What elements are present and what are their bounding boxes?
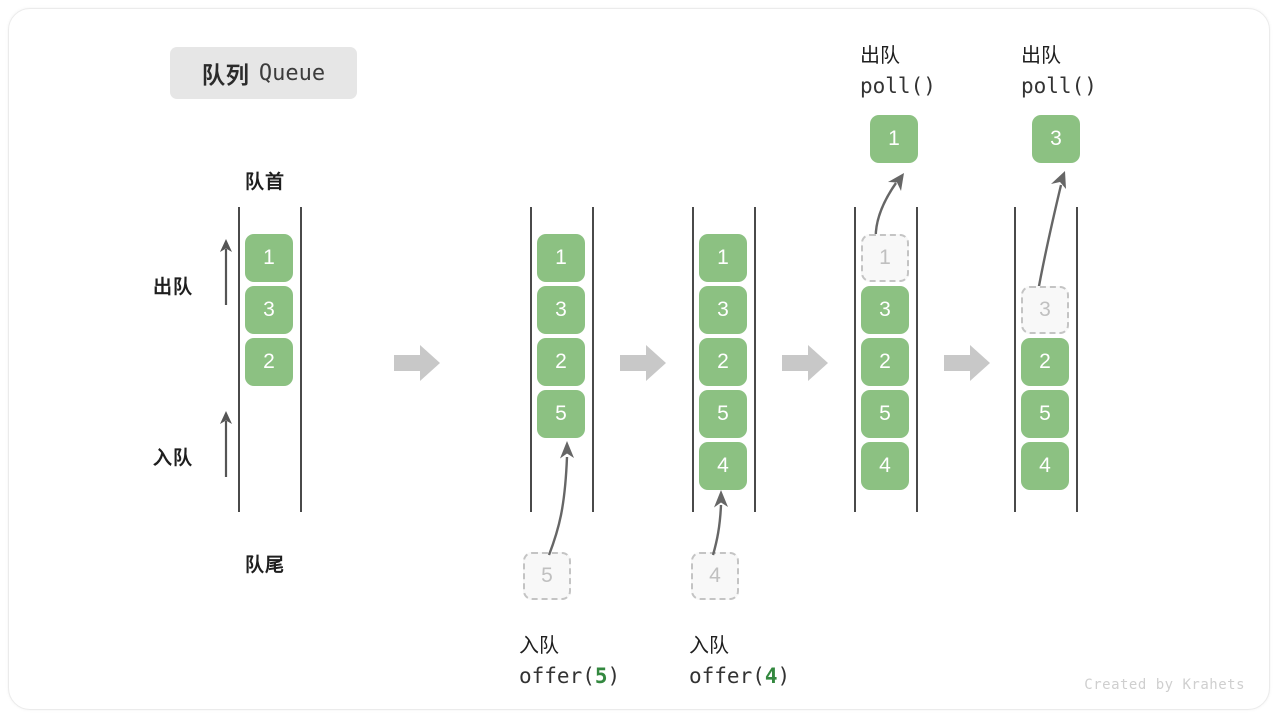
dequeue-op-label: 出队 [1021,45,1061,67]
queue-ghost-cell: 4 [691,552,739,600]
diagram-title-cn: 队列 [201,62,250,88]
queue-rail-right-1 [300,207,302,512]
enqueue-op-code: offer(4) [689,664,790,688]
op-code-prefix: offer( [519,664,595,688]
enqueue-op-code: offer(5) [519,664,620,688]
step-transition-arrow-icon [620,345,666,381]
dequeued-cell: 3 [1032,115,1080,163]
queue-cell: 1 [537,234,585,282]
queue-cell-new: 5 [537,390,585,438]
queue-cell: 2 [699,338,747,386]
step-transition-arrow-icon [944,345,990,381]
queue-cell: 4 [1021,442,1069,490]
queue-cell: 3 [699,286,747,334]
queue-rail-left-1 [238,207,240,512]
queue-ghost-cell: 1 [861,234,909,282]
queue-rail-right-2 [592,207,594,512]
queue-tail-label: 队尾 [245,555,286,576]
op-code-arg: 5 [594,664,608,688]
credit-text: Created by Krahets [1084,677,1245,693]
op-code-suffix: ) [1084,74,1097,98]
queue-cell: 1 [699,234,747,282]
queue-cell: 5 [1021,390,1069,438]
op-code-suffix: ) [607,664,621,688]
queue-rail-left-2 [530,207,532,512]
queue-cell: 2 [245,338,293,386]
dequeue-direction-arrow-icon [220,239,232,305]
step-transition-arrow-icon [782,345,828,381]
queue-cell: 1 [245,234,293,282]
queue-head-label: 队首 [245,172,286,193]
op-code-prefix: poll( [1021,74,1085,98]
queue-cell: 3 [537,286,585,334]
queue-cell-new: 4 [699,442,747,490]
dequeued-cell: 1 [870,115,918,163]
queue-cell: 5 [699,390,747,438]
enqueue-direction-label: 入队 [153,448,194,469]
dequeue-op-code: poll() [860,74,936,98]
queue-cell: 2 [1021,338,1069,386]
queue-rail-left-5 [1014,207,1016,512]
dequeue-op-code: poll() [1021,74,1097,98]
enqueue-op-label: 入队 [519,635,559,657]
dequeue-op-label: 出队 [860,45,900,67]
queue-cell: 2 [537,338,585,386]
queue-ghost-cell: 3 [1021,286,1069,334]
step-transition-arrow-icon [394,345,440,381]
queue-cell: 4 [861,442,909,490]
op-code-arg: 4 [764,664,778,688]
op-code-suffix: ) [777,664,791,688]
diagram-title-chip: 队列 Queue [170,47,357,99]
queue-rail-left-3 [692,207,694,512]
queue-cell: 2 [861,338,909,386]
op-code-prefix: poll( [860,74,924,98]
enqueue-arrow-icon [547,441,574,556]
enqueue-op-label: 入队 [689,635,729,657]
queue-rail-right-4 [916,207,918,512]
diagram-title-en: Queue [258,60,326,86]
dequeue-direction-label: 出队 [153,277,194,298]
queue-cell: 3 [245,286,293,334]
queue-ghost-cell: 5 [523,552,571,600]
queue-cell: 5 [861,390,909,438]
enqueue-arrow-icon [711,490,728,556]
queue-rail-left-4 [854,207,856,512]
op-code-prefix: offer( [689,664,765,688]
enqueue-direction-arrow-icon [220,411,232,477]
diagram-stage: 队列 Queue 队首 队尾 出队 入队 1 3 2 1 3 2 5 5 入队 … [9,9,1269,709]
diagram-card: 队列 Queue 队首 队尾 出队 入队 1 3 2 1 3 2 5 5 入队 … [8,8,1270,710]
queue-cell: 3 [861,286,909,334]
op-code-suffix: ) [923,74,936,98]
queue-rail-right-3 [754,207,756,512]
queue-rail-right-5 [1076,207,1078,512]
